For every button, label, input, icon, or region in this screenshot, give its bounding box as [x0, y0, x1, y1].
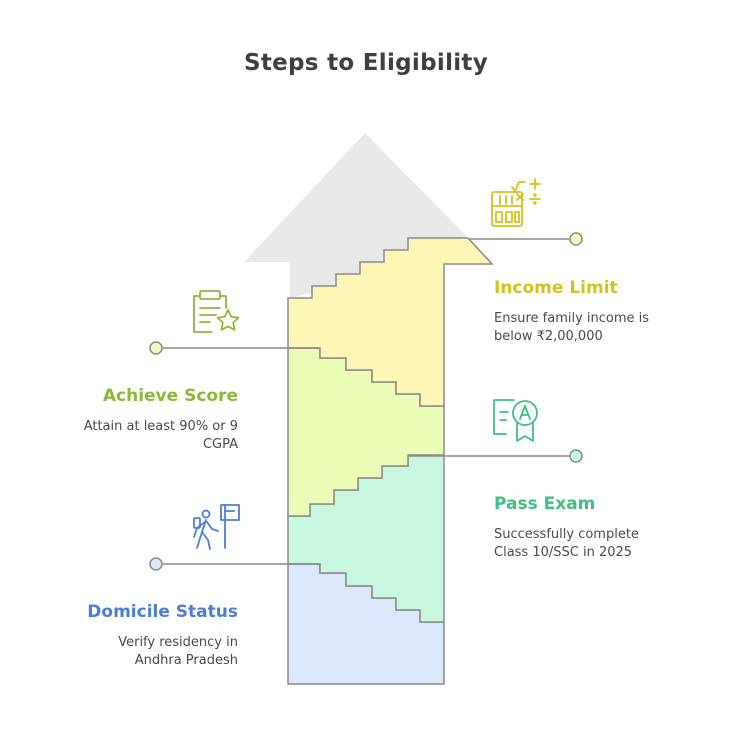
- segment-income: [287, 237, 494, 407]
- step-desc-line: Successfully complete: [494, 527, 639, 542]
- step-desc-line: Class 10/SSC in 2025: [494, 545, 633, 560]
- connector-dot-exam: [569, 449, 583, 463]
- connector-dot-score: [149, 341, 163, 355]
- clipboard-star-icon: [193, 290, 240, 333]
- step-title-score: Achieve Score: [102, 386, 238, 406]
- step-desc-line: below ₹2,00,000: [494, 329, 603, 344]
- step-title-income: Income Limit: [494, 278, 618, 298]
- calculator-icon: [491, 178, 541, 227]
- step-title-exam: Pass Exam: [494, 494, 596, 514]
- connector-dot-income: [569, 232, 583, 246]
- step-desc-domicile: Verify residency in Andhra Pradesh: [38, 634, 238, 670]
- step-desc-line: Attain at least 90% or 9: [83, 419, 238, 434]
- step-title-domicile: Domicile Status: [87, 602, 238, 622]
- hiker-signpost-icon: [193, 504, 240, 550]
- step-desc-score: Attain at least 90% or 9 CGPA: [38, 418, 238, 454]
- step-desc-line: Andhra Pradesh: [134, 653, 238, 668]
- step-desc-line: Verify residency in: [118, 635, 238, 650]
- step-desc-line: CGPA: [202, 437, 238, 452]
- connector-dot-domicile: [149, 557, 163, 571]
- step-desc-income: Ensure family income is below ₹2,00,000: [494, 310, 694, 346]
- certificate-icon: [493, 399, 538, 442]
- arrow-head-tip: [244, 133, 492, 262]
- step-desc-line: Ensure family income is: [494, 311, 650, 326]
- page-title: Steps to Eligibility: [243, 50, 489, 76]
- step-desc-exam: Successfully complete Class 10/SSC in 20…: [494, 526, 694, 562]
